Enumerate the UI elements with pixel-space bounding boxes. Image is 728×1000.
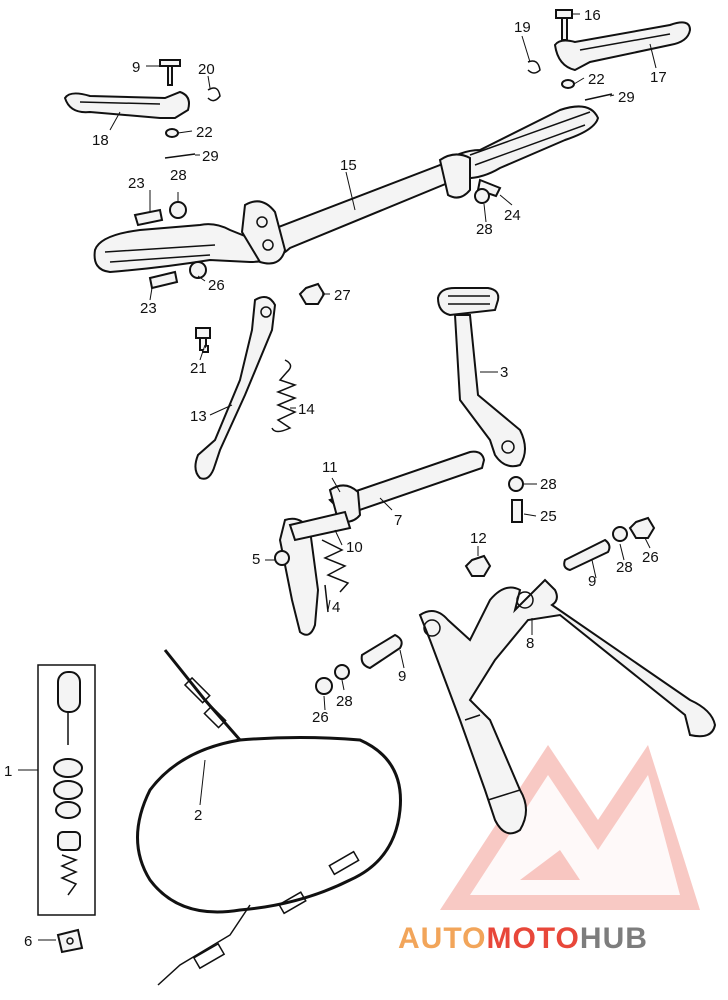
callout-7: 7: [394, 512, 402, 529]
callout-14: 14: [298, 401, 315, 418]
callout-22-right: 22: [588, 71, 605, 88]
callout-16: 16: [584, 7, 601, 24]
bracket: [56, 928, 84, 954]
callout-27: 27: [334, 287, 351, 304]
side-stand: [194, 295, 277, 480]
watermark-logo: [440, 745, 700, 910]
washer: [169, 201, 187, 219]
callout-12: 12: [470, 530, 487, 547]
callout-21: 21: [190, 360, 207, 377]
callout-25: 25: [540, 508, 557, 525]
callout-26-left: 26: [208, 277, 225, 294]
stand-spring: [271, 359, 298, 433]
nut: [298, 282, 326, 305]
brake-pedal: [436, 287, 526, 468]
nut: [628, 516, 656, 539]
callout-4: 4: [332, 599, 340, 616]
clip: [527, 60, 541, 74]
callout-28-center: 28: [476, 221, 493, 238]
washer: [508, 476, 524, 492]
brake-arm: [278, 484, 362, 636]
bolt: [476, 178, 502, 198]
callout-28-right-top: 28: [540, 476, 557, 493]
pivot-pin: [563, 538, 611, 572]
callout-6: 6: [24, 933, 32, 950]
callout-20: 20: [198, 61, 215, 78]
watermark-hub: HUB: [580, 922, 648, 955]
callout-11: 11: [322, 459, 338, 476]
callout-26-right: 26: [642, 549, 659, 566]
switch-assembly-box: [37, 664, 96, 916]
right-rear-footrest: [553, 21, 692, 72]
callout-10: 10: [346, 539, 363, 556]
washer: [189, 261, 207, 279]
callout-23-bottom: 23: [140, 300, 157, 317]
callout-23-top: 23: [128, 175, 145, 192]
washer: [474, 188, 490, 204]
callouts: 9 20 18 22 29 15 23 28 19 16 17 22 29 24…: [4, 7, 667, 950]
washer: [561, 79, 575, 89]
callout-9-center: 9: [398, 668, 406, 685]
pedal-shaft: [328, 450, 486, 517]
callout-22-left: 22: [196, 124, 213, 141]
callout-19: 19: [514, 19, 531, 36]
washer: [315, 677, 333, 695]
pin: [584, 93, 613, 101]
cable: [136, 649, 402, 986]
callout-9-right: 9: [588, 573, 596, 590]
callout-2: 2: [194, 807, 202, 824]
washer: [612, 526, 628, 542]
bolt: [555, 9, 573, 41]
pivot-pin: [360, 633, 403, 670]
watermark-auto: AUTO: [398, 922, 486, 955]
watermark-text: AUTOMOTOHUB: [398, 922, 648, 955]
callout-13: 13: [190, 408, 207, 425]
bolt: [148, 270, 179, 290]
washer: [334, 664, 350, 680]
bolt: [511, 499, 523, 523]
watermark-moto: MOTO: [486, 922, 579, 955]
callout-29-left: 29: [202, 148, 219, 165]
callout-28-left: 28: [170, 167, 187, 184]
callout-26-bottom: 26: [312, 709, 329, 726]
clip: [207, 87, 221, 102]
callout-28-right: 28: [616, 559, 633, 576]
bolt: [159, 59, 181, 86]
callout-5: 5: [252, 551, 260, 568]
main-stand: [418, 578, 717, 835]
callout-8: 8: [526, 635, 534, 652]
washer: [165, 128, 179, 138]
callout-1: 1: [4, 763, 12, 780]
washer: [274, 550, 290, 566]
leader-lines: [18, 13, 657, 941]
cotter-pin: [324, 584, 329, 613]
bolt: [133, 208, 164, 227]
nut: [464, 554, 492, 577]
callout-24: 24: [504, 207, 521, 224]
brake-spring: [321, 539, 350, 593]
callout-15: 15: [340, 157, 357, 174]
callout-18: 18: [92, 132, 109, 149]
callout-9-top-left: 9: [132, 59, 140, 76]
left-rear-footrest: [63, 90, 190, 119]
callout-28-bottom: 28: [336, 693, 353, 710]
callout-29-right: 29: [618, 89, 635, 106]
pin: [164, 153, 196, 159]
callout-17: 17: [650, 69, 667, 86]
main-footrest-bar: [93, 105, 600, 274]
callout-3: 3: [500, 364, 508, 381]
